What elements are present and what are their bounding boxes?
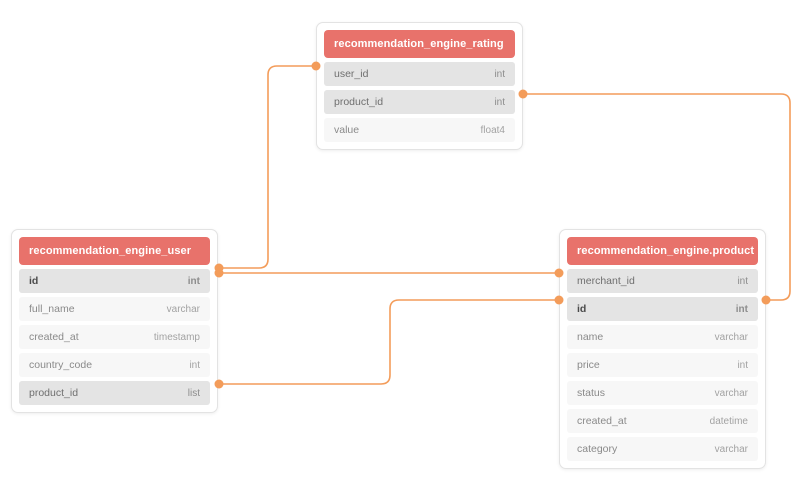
column-type: int: [494, 96, 505, 108]
table-title-rating[interactable]: recommendation_engine_rating: [324, 30, 515, 58]
port-rating-product-id-right[interactable]: [518, 89, 528, 99]
column-type: int: [735, 303, 748, 315]
port-product-merchant-id-left[interactable]: [554, 268, 564, 278]
column-type: varchar: [714, 331, 748, 343]
table-card-product[interactable]: recommendation_engine.product merchant_id…: [559, 229, 766, 469]
column-name: price: [577, 359, 600, 371]
column-type: int: [737, 359, 748, 371]
column-name: product_id: [29, 387, 79, 399]
column-row[interactable]: product_id list: [19, 381, 210, 405]
column-row[interactable]: country_code int: [19, 353, 210, 377]
column-row[interactable]: created_at timestamp: [19, 325, 210, 349]
port-user-product-id-right[interactable]: [214, 379, 224, 389]
column-name: user_id: [334, 68, 369, 80]
column-name: category: [577, 443, 618, 455]
column-name: created_at: [577, 415, 627, 427]
column-row[interactable]: value float4: [324, 118, 515, 142]
column-name: product_id: [334, 96, 384, 108]
column-row[interactable]: product_id int: [324, 90, 515, 114]
column-type: timestamp: [153, 331, 200, 343]
column-row[interactable]: status varchar: [567, 381, 758, 405]
column-name: merchant_id: [577, 275, 635, 287]
column-name: full_name: [29, 303, 75, 315]
column-type: datetime: [709, 415, 748, 427]
column-name: status: [577, 387, 606, 399]
column-row[interactable]: created_at datetime: [567, 409, 758, 433]
column-type: int: [737, 275, 748, 287]
table-title-product[interactable]: recommendation_engine.product: [567, 237, 758, 265]
column-name: name: [577, 331, 604, 343]
column-row[interactable]: user_id int: [324, 62, 515, 86]
column-type: int: [494, 68, 505, 80]
column-type: float4: [480, 124, 505, 136]
column-type: varchar: [714, 387, 748, 399]
column-name: country_code: [29, 359, 93, 371]
column-row[interactable]: id int: [567, 297, 758, 321]
port-product-id-left[interactable]: [554, 295, 564, 305]
column-type: int: [187, 275, 200, 287]
column-row[interactable]: price int: [567, 353, 758, 377]
column-row[interactable]: merchant_id int: [567, 269, 758, 293]
port-user-id-right-lower[interactable]: [214, 268, 224, 278]
column-row[interactable]: category varchar: [567, 437, 758, 461]
column-type: varchar: [714, 443, 748, 455]
column-type: varchar: [166, 303, 200, 315]
column-row[interactable]: name varchar: [567, 325, 758, 349]
column-name: id: [577, 303, 587, 315]
column-row[interactable]: full_name varchar: [19, 297, 210, 321]
column-name: created_at: [29, 331, 79, 343]
column-type: list: [187, 387, 200, 399]
column-type: int: [189, 359, 200, 371]
port-user-id-right-upper[interactable]: [214, 263, 224, 273]
table-title-user[interactable]: recommendation_engine_user: [19, 237, 210, 265]
relationship-edge[interactable]: [218, 299, 560, 385]
port-rating-user-id-left[interactable]: [311, 61, 321, 71]
relationship-edge[interactable]: [218, 65, 317, 269]
column-name: value: [334, 124, 360, 136]
column-name: id: [29, 275, 39, 287]
column-row[interactable]: id int: [19, 269, 210, 293]
port-product-id-right[interactable]: [761, 295, 771, 305]
